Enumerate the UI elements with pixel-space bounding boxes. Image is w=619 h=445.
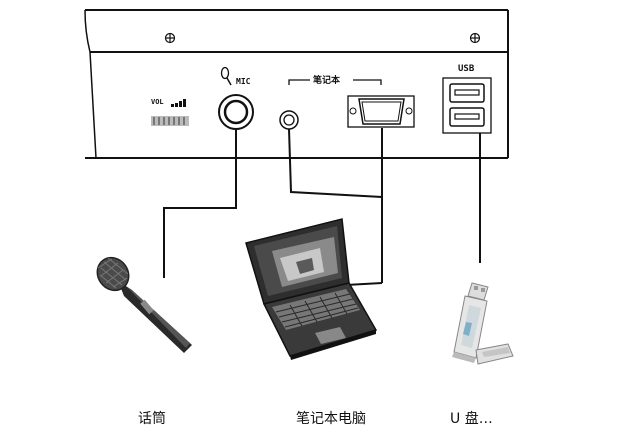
volume-indicator	[151, 99, 189, 126]
notebook-bracket	[288, 79, 382, 85]
notebook-label: 笔记本	[313, 76, 341, 86]
usb-drive-image	[452, 282, 514, 365]
mic-cable	[163, 130, 237, 278]
usb-label: USB	[458, 64, 475, 74]
usb-drive-caption: U 盘…	[450, 411, 493, 427]
vol-label: VOL	[151, 98, 164, 106]
notebook-caption: 笔记本电脑	[296, 411, 366, 427]
mic-stand-icon	[220, 66, 232, 86]
microphone-image	[96, 256, 192, 353]
screw-icon	[164, 32, 176, 44]
laptop-image	[245, 218, 378, 360]
connection-lines	[163, 128, 481, 286]
audio-cable	[288, 128, 383, 198]
mic-label: MIC	[236, 77, 251, 86]
screw-icon	[469, 32, 481, 44]
microphone-caption: 话筒	[138, 411, 166, 427]
audio-jack	[279, 110, 299, 130]
vga-port-icon	[347, 95, 415, 128]
laptop-cable	[345, 282, 383, 286]
usb-port-icon	[442, 77, 492, 134]
mic-jack	[218, 94, 254, 130]
